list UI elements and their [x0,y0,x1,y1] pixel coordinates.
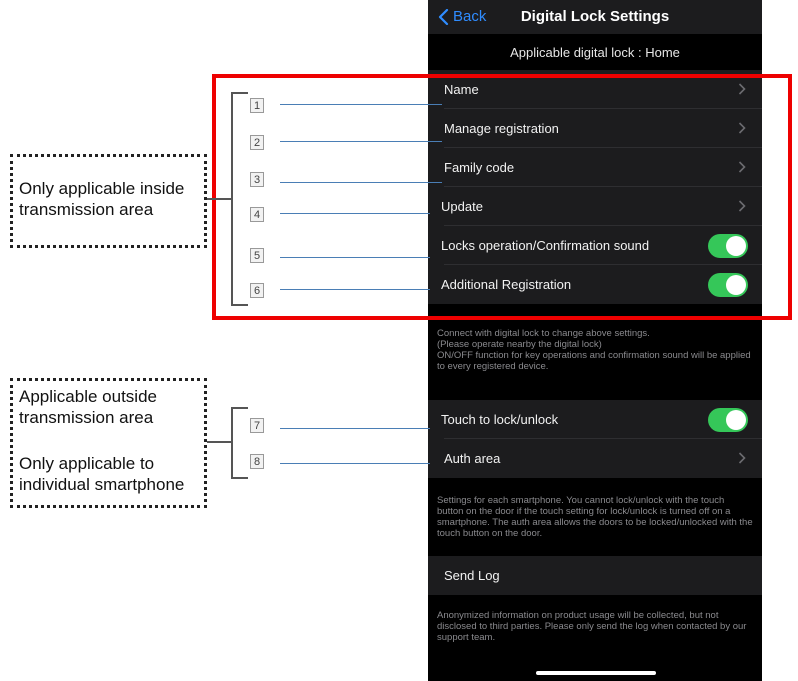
row-label: Auth area [444,451,501,466]
row-label: Manage registration [444,121,559,136]
inside-area-note-box: Only applicable inside transmission area [10,154,207,248]
row-locks-operation-sound: Locks operation/Confirmation sound [428,226,762,265]
smartphone-settings-note: Settings for each smartphone. You cannot… [437,495,753,539]
touch-to-lock-toggle[interactable] [708,408,748,432]
row-manage-registration[interactable]: Manage registration [428,109,762,148]
leader-line [280,463,430,464]
callout-number: 1 [250,98,264,113]
lock-settings-group: Name Manage registration Family code Upd… [428,70,762,304]
highlight-box [212,74,792,320]
send-log-note: Anonymized information on product usage … [437,610,747,643]
nav-bar: Back Digital Lock Settings [428,0,762,34]
leader-line [280,289,430,290]
outside-area-note-box: Applicable outside transmission area Onl… [10,378,207,508]
row-touch-to-lock: Touch to lock/unlock [428,400,762,439]
chevron-right-icon [738,83,746,95]
leader-line [280,213,430,214]
row-label: Send Log [444,568,500,583]
row-additional-registration: Additional Registration [428,265,762,304]
chevron-right-icon [738,452,746,464]
chevron-right-icon [738,122,746,134]
toggle-knob [726,410,746,430]
separator [444,108,762,109]
row-label: Name [444,82,479,97]
smartphone-settings-group: Touch to lock/unlock Auth area [428,400,762,478]
locks-operation-sound-toggle[interactable] [708,234,748,258]
leader-line [280,141,442,142]
row-label: Update [441,199,483,214]
row-family-code[interactable]: Family code [428,148,762,187]
callout-number: 2 [250,135,264,150]
home-indicator [536,671,656,675]
leader-line [280,257,430,258]
row-name[interactable]: Name [428,70,762,109]
row-update[interactable]: Update [428,187,762,226]
phone-screen: Back Digital Lock Settings Applicable di… [428,0,762,681]
applicable-lock-subtitle: Applicable digital lock : Home [510,45,680,60]
leader-line [280,182,442,183]
outside-area-note: Applicable outside transmission area [19,387,157,427]
additional-registration-toggle[interactable] [708,273,748,297]
row-label: Locks operation/Confirmation sound [441,238,650,253]
callout-number: 5 [250,248,264,263]
separator [444,264,762,265]
inside-area-note: Only applicable inside transmission area [19,179,185,219]
chevron-left-icon [438,8,449,25]
send-log-button[interactable]: Send Log [428,556,762,595]
back-button[interactable]: Back [438,8,486,25]
send-log-group: Send Log [428,556,762,595]
chevron-right-icon [738,200,746,212]
individual-smartphone-note: Only applicable to individual smartphone [19,454,185,494]
callout-number: 7 [250,418,264,433]
callout-number: 8 [250,454,264,469]
separator [444,225,762,226]
leader-line [280,428,430,429]
row-label: Family code [444,160,515,175]
toggle-knob [726,236,746,256]
toggle-knob [726,275,746,295]
separator [444,186,762,187]
row-auth-area[interactable]: Auth area [428,439,762,478]
callout-number: 6 [250,283,264,298]
chevron-right-icon [738,161,746,173]
callout-number: 3 [250,172,264,187]
page-title: Digital Lock Settings [520,8,670,25]
callout-number: 4 [250,207,264,222]
row-label: Touch to lock/unlock [441,412,559,427]
back-label: Back [453,8,487,25]
separator [444,147,762,148]
separator [444,438,762,439]
leader-line [280,104,442,105]
lock-settings-note: Connect with digital lock to change abov… [437,328,751,372]
row-label: Additional Registration [441,277,572,292]
